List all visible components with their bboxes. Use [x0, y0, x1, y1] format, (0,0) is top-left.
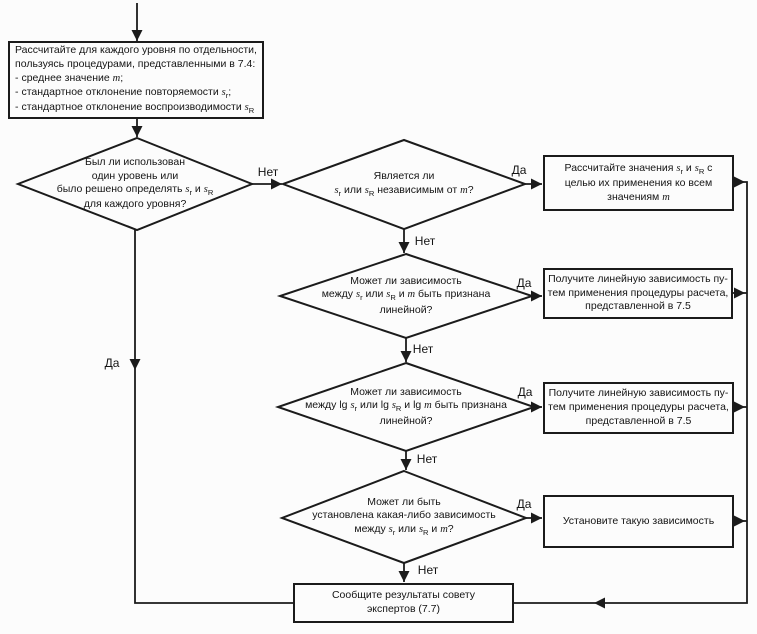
label-d3-yes: Да — [516, 276, 532, 290]
arrowhead-d2-no — [398, 242, 410, 253]
arrowhead-d3-yes — [531, 290, 542, 302]
label-d2-yes: Да — [511, 163, 527, 177]
label-d5-yes: Да — [516, 497, 532, 511]
arrowhead-d1-no — [271, 178, 282, 190]
label-d2-no: Нет — [414, 234, 436, 248]
arrowhead-d5-no — [398, 571, 410, 582]
node-establish-relation: Установите такую зависимость — [543, 495, 734, 548]
diamond-levels — [15, 136, 255, 232]
diamond-linear — [276, 252, 536, 340]
node-fit-linear-text: Получите линейную зависимость пу-тем при… — [547, 272, 729, 313]
arrowhead-collector-mid — [594, 597, 605, 609]
diamond-log-linear — [274, 361, 538, 453]
label-d4-yes: Да — [517, 385, 533, 399]
arrowhead-d2-yes — [531, 178, 542, 190]
node-fit-linear: Получите линейную зависимость пу-тем при… — [543, 268, 733, 319]
arrowhead-establish-exit — [734, 515, 745, 527]
node-fit-log-linear-text: Получите линейную зависимость пу-тем при… — [548, 387, 729, 427]
arrowhead-d3-no — [400, 351, 412, 362]
arrowhead-calc-exit — [734, 176, 745, 188]
arrowhead-d4-yes — [531, 401, 542, 413]
label-d4-no: Нет — [416, 452, 438, 466]
label-d1-yes: Да — [104, 356, 120, 370]
arrowhead-fit2-exit — [734, 401, 745, 413]
line-d1-yes-to-report — [134, 230, 293, 604]
label-d5-no: Нет — [417, 563, 439, 577]
label-d1-no: Нет — [257, 165, 279, 179]
node-start-text: Рассчитайте для каждого уровня по отдель… — [15, 44, 257, 115]
arrowhead-entry — [131, 30, 143, 41]
arrowhead-d5-yes — [531, 512, 542, 524]
arrowhead-d1-yes-mid — [129, 359, 141, 370]
node-fit-log-linear: Получите линейную зависимость пу-тем при… — [543, 382, 734, 434]
label-d3-no: Нет — [412, 342, 434, 356]
arrowhead-fit1-exit — [734, 287, 745, 299]
node-start: Рассчитайте для каждого уровня по отдель… — [8, 41, 264, 119]
diamond-any-relation — [279, 469, 529, 565]
diamond-independent — [280, 138, 528, 231]
arrowhead-start-d1 — [131, 126, 143, 137]
node-establish-relation-text: Установите такую зависимость — [562, 514, 715, 527]
arrowhead-d4-no — [400, 459, 412, 470]
